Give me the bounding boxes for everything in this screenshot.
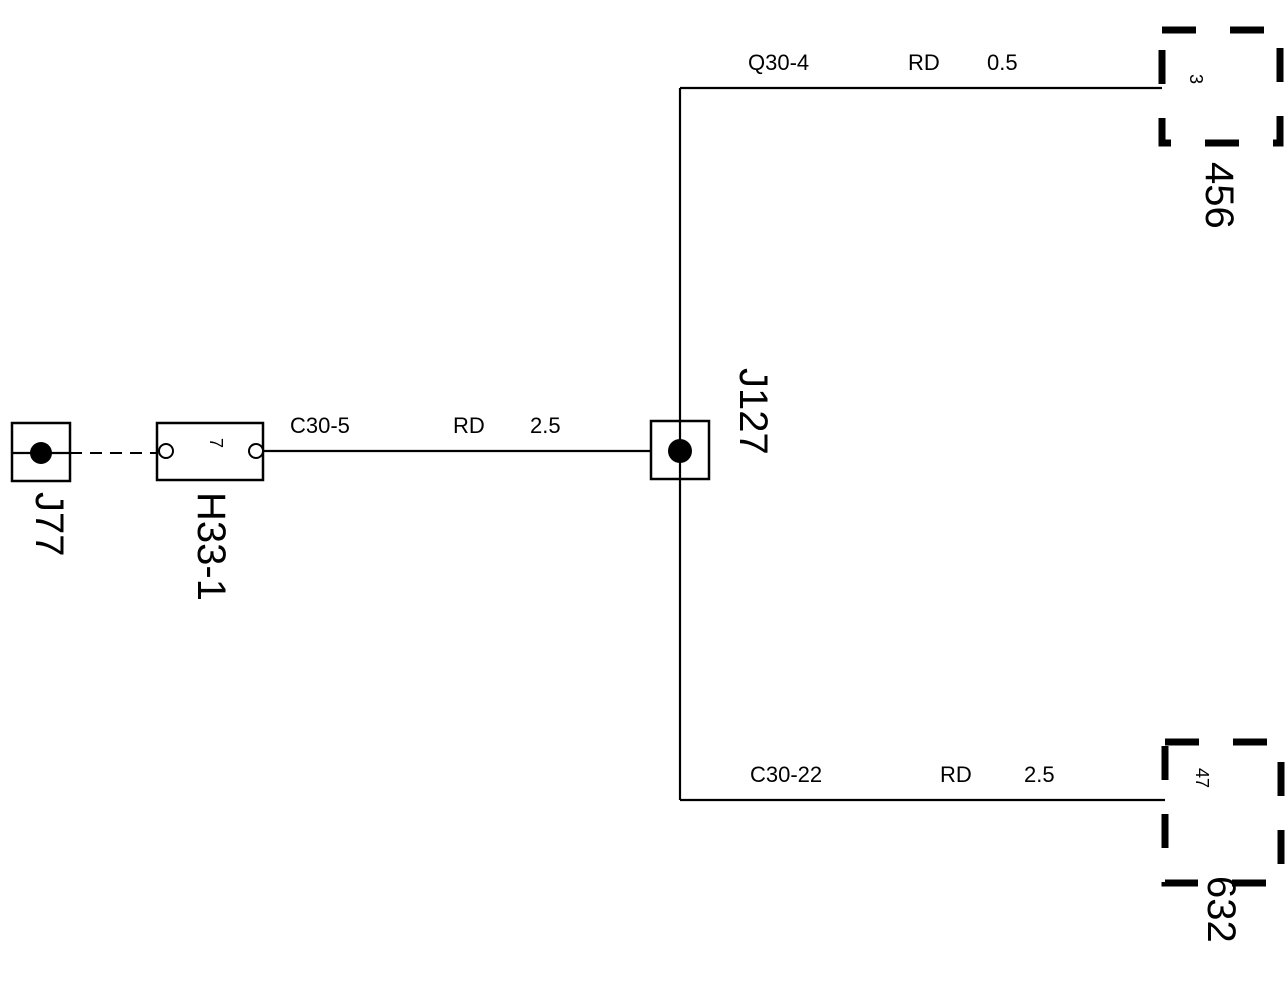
j127-label: J127 xyxy=(731,368,775,455)
wire-bottom-color: RD xyxy=(940,762,972,787)
j127-splice-dot xyxy=(668,439,692,463)
connector-456[interactable]: 3 456 xyxy=(1158,26,1284,229)
wire-middle-circuit: C30-5 xyxy=(290,413,350,438)
connector-h33[interactable]: 7 H33-1 xyxy=(155,421,265,601)
wire-middle-color: RD xyxy=(453,413,485,438)
c456-dashed-outline xyxy=(1158,26,1284,147)
h33-label: H33-1 xyxy=(189,492,233,601)
wire-top-color: RD xyxy=(908,50,940,75)
connector-632[interactable]: 47 632 xyxy=(1161,738,1285,943)
wire-top-circuit: Q30-4 xyxy=(748,50,809,75)
h33-pin-number: 7 xyxy=(206,438,226,448)
c632-pin-number: 47 xyxy=(1192,768,1212,788)
j77-label: J77 xyxy=(27,492,71,557)
connector-j77[interactable]: J77 xyxy=(10,421,72,557)
c632-dashed-outline xyxy=(1161,738,1285,887)
c632-label: 632 xyxy=(1199,876,1243,943)
j77-splice-dot xyxy=(30,442,52,464)
c456-label: 456 xyxy=(1197,162,1241,229)
h33-terminal-right xyxy=(248,443,264,459)
wire-bottom-size: 2.5 xyxy=(1024,762,1055,787)
h33-terminal-left xyxy=(158,443,174,459)
c456-pin-number: 3 xyxy=(1186,74,1206,84)
wire-middle-size: 2.5 xyxy=(530,413,561,438)
h33-box xyxy=(155,421,265,482)
wire-bottom-circuit: C30-22 xyxy=(750,762,822,787)
wire-top-size: 0.5 xyxy=(987,50,1018,75)
splice-j127[interactable]: J127 xyxy=(649,368,775,481)
